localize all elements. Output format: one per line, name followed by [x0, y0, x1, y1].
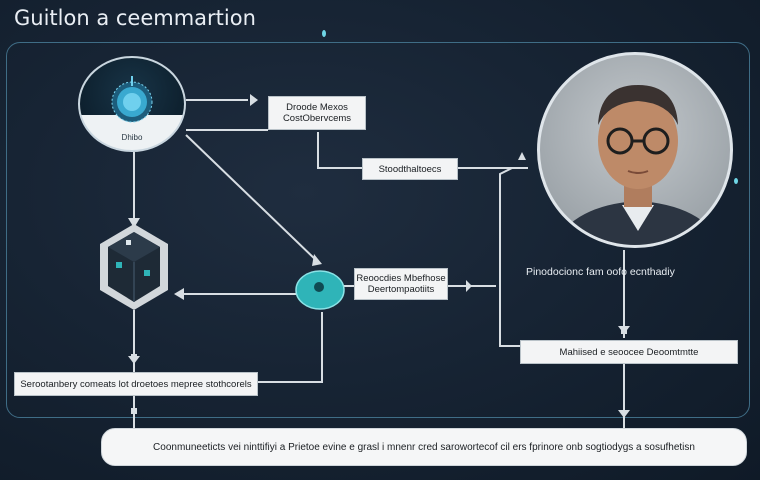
arrow-head — [312, 254, 322, 266]
person-icon — [553, 85, 723, 245]
accent-dot — [734, 178, 738, 184]
dial-icon — [111, 76, 153, 123]
top-box[interactable]: Droode Mexos CostObervcems — [268, 96, 366, 130]
photo-caption: Pinodocionc fam oofo ecnthadiy — [526, 266, 675, 278]
summary-footer: Coonmuneeticts vei ninttifiyi a Prietoe … — [101, 428, 747, 466]
right-bottom-box[interactable]: Mahiised e seoocee Deoomtmtte — [520, 340, 738, 364]
person-photo — [537, 52, 733, 248]
diagram-frame — [6, 42, 750, 418]
center-box[interactable]: Reoocdies Mbefhose Deertompaotiits — [354, 268, 448, 300]
port-dot — [131, 408, 137, 414]
connector-center-bottom — [258, 312, 323, 383]
arrow-head — [174, 288, 184, 300]
connector-top-mid — [317, 132, 362, 169]
arrow-head — [466, 280, 472, 292]
page-title: Guitlon a ceemmartion — [14, 6, 256, 30]
left-bottom-box[interactable]: Serootanbery comeats lot droetoes mepree… — [14, 372, 258, 396]
mid-box[interactable]: Stoodthaltoecs — [362, 158, 458, 180]
node-caption: Dhibo — [121, 133, 143, 142]
center-node-icon — [295, 270, 345, 310]
service-node-circle[interactable]: Dhibo — [78, 56, 186, 152]
cube-icon — [100, 224, 168, 310]
port-dot — [621, 328, 627, 334]
arrow-head — [250, 94, 258, 106]
connector-circle-center — [185, 134, 319, 263]
connector-mid-right — [499, 167, 520, 347]
accent-dot — [322, 30, 326, 37]
port-dot — [131, 354, 137, 360]
arrow-head — [128, 218, 140, 228]
arrow-head — [618, 410, 630, 418]
arrow-head — [518, 152, 526, 160]
